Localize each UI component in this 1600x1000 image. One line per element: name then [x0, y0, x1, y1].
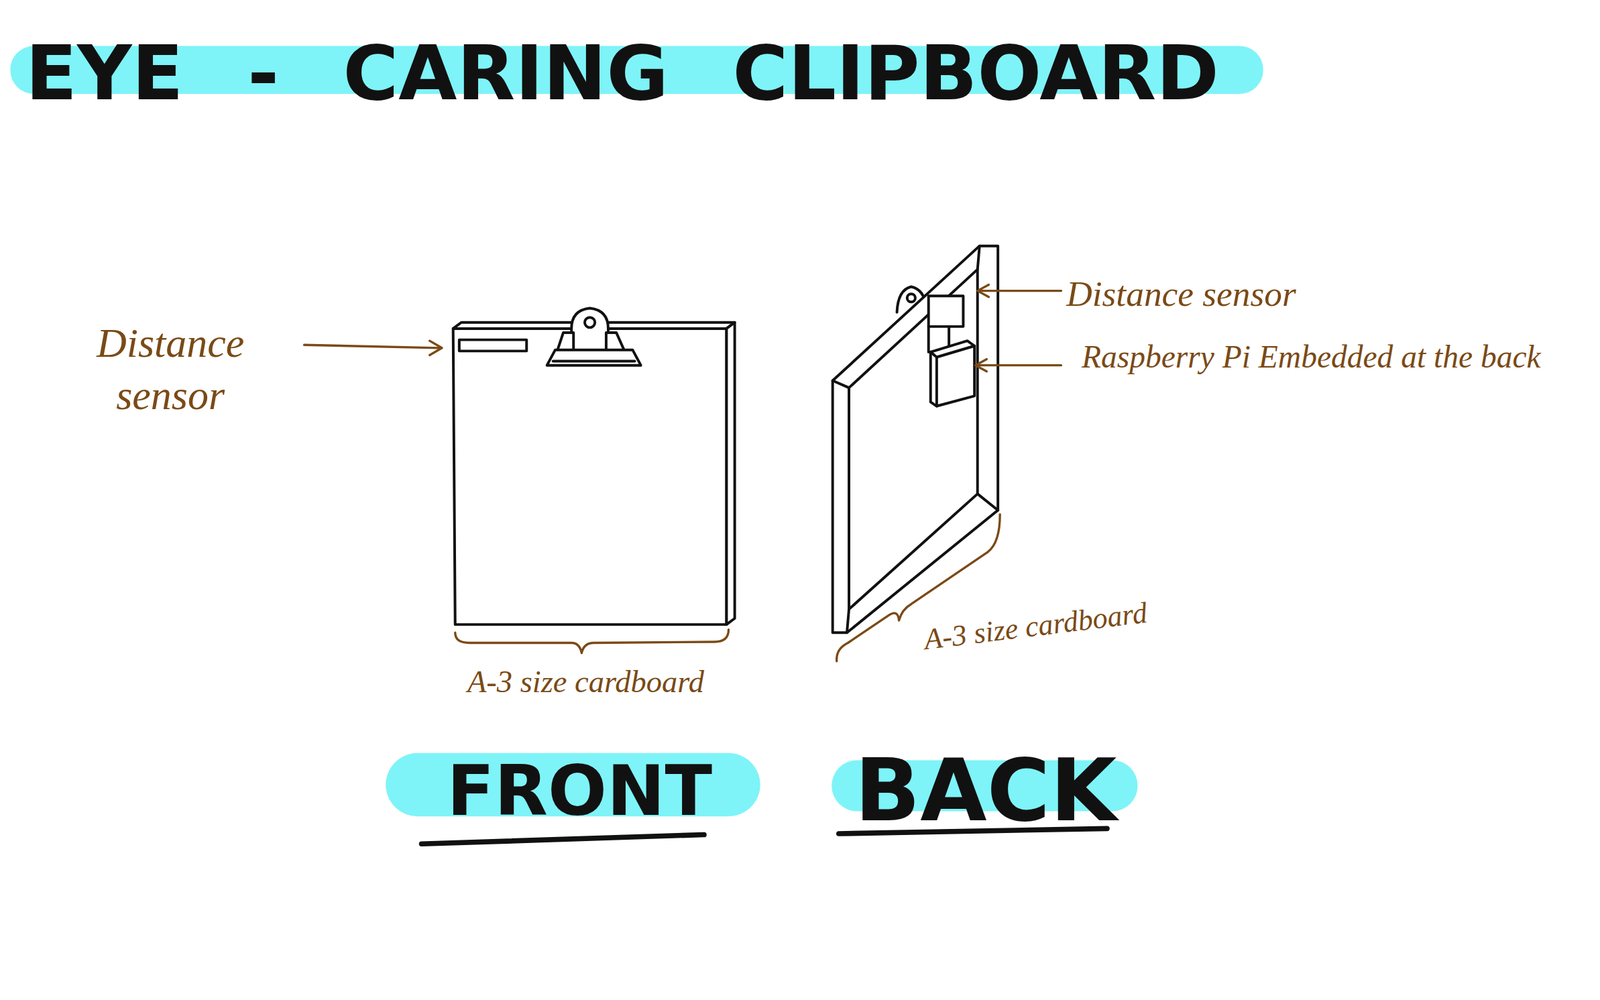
- view-heading: FRONT: [447, 749, 713, 833]
- clip-loop: [571, 307, 609, 349]
- view-heading: BACK: [854, 738, 1118, 843]
- clip-hole: [907, 293, 916, 302]
- clip-wing: [557, 332, 574, 351]
- dimension-label: A-3 size cardboard: [467, 663, 705, 701]
- distance-sensor: [459, 339, 527, 352]
- dimension-label: A-3 size cardboard: [922, 595, 1150, 658]
- title-text: EYE - CARING CLIPBOARD: [25, 28, 1220, 119]
- leader-arrowhead: [975, 359, 988, 372]
- leader-line: [304, 344, 440, 349]
- clip-hole: [584, 317, 595, 328]
- part-label: Distance sensor: [1066, 272, 1297, 316]
- clip-plate: [547, 350, 642, 366]
- raspberry-pi: [930, 340, 975, 406]
- clip-plate-line: [553, 360, 636, 363]
- board-rim-lines: [832, 246, 998, 634]
- leader-arrowhead: [977, 284, 990, 297]
- front-underline: [421, 834, 705, 845]
- part-label: Raspberry Pi Embedded at the back: [1081, 337, 1541, 377]
- raspberry-pi-edges: [930, 346, 975, 407]
- board-back-outer: [832, 246, 998, 634]
- distance-sensor: [928, 295, 964, 327]
- leader-line: [980, 289, 1061, 292]
- clip-wing: [606, 332, 625, 351]
- board-back-face: [848, 269, 978, 610]
- board-side-edge: [726, 322, 735, 625]
- width-brace: [455, 629, 729, 654]
- leader-line: [978, 364, 1061, 367]
- binder-clip: [547, 307, 642, 365]
- board-front-face: [453, 328, 727, 625]
- part-label: Distance sensor: [69, 317, 271, 422]
- leader-arrowhead: [429, 340, 442, 355]
